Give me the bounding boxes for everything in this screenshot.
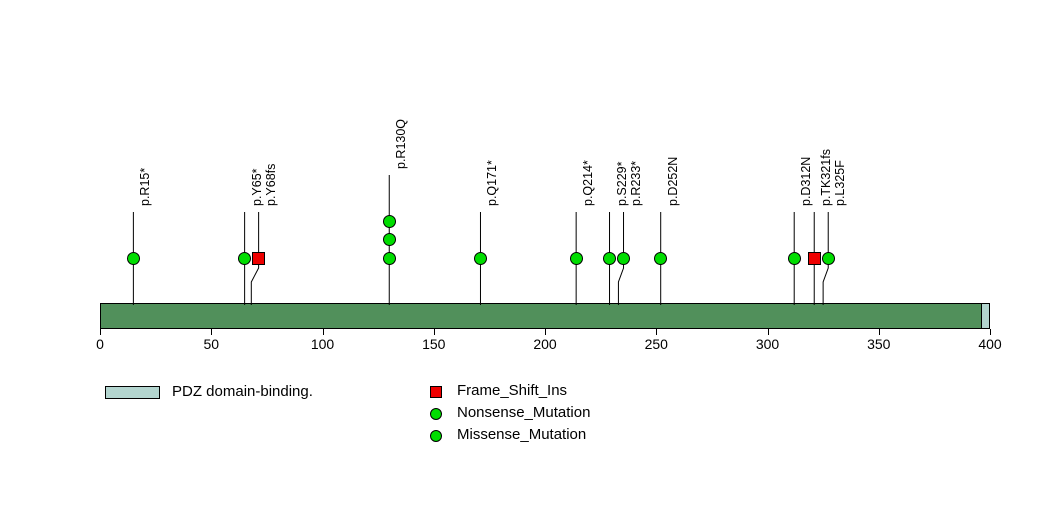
axis-tick bbox=[211, 329, 213, 335]
mutation-label: p.Y68fs bbox=[263, 163, 278, 206]
axis-tick-label: 400 bbox=[978, 336, 1002, 352]
legend-swatch-domain bbox=[105, 386, 160, 399]
axis-tick bbox=[545, 329, 546, 335]
axis-tick-label: 300 bbox=[755, 336, 780, 352]
mutation-marker-circle[interactable] bbox=[382, 233, 396, 246]
mutation-label: p.S229* bbox=[614, 161, 629, 206]
axis-tick bbox=[322, 329, 324, 335]
domain-region-pdz[interactable] bbox=[981, 303, 990, 329]
mutation-marker-circle[interactable] bbox=[382, 214, 396, 228]
axis-tick-label: 350 bbox=[867, 336, 891, 352]
legend-label-mutation-type: Missense_Mutation bbox=[457, 426, 587, 443]
legend-swatch-square bbox=[430, 386, 442, 398]
axis-tick bbox=[100, 329, 101, 335]
axis-tick bbox=[990, 329, 991, 335]
legend-label-domain: PDZ domain-binding. bbox=[172, 383, 313, 400]
mutation-label: p.L325F bbox=[833, 160, 848, 206]
axis-tick-label: 200 bbox=[533, 336, 557, 352]
axis-tick bbox=[433, 329, 435, 335]
mutation-label: p.R233* bbox=[628, 160, 643, 206]
protein-backbone bbox=[100, 303, 990, 329]
axis-tick-label: 150 bbox=[422, 336, 446, 352]
mutation-marker-circle[interactable] bbox=[617, 251, 631, 265]
axis-tick bbox=[878, 329, 880, 335]
mutation-marker-square[interactable] bbox=[252, 251, 266, 265]
legend-swatch-circle bbox=[430, 408, 442, 420]
mutation-label: p.Q214* bbox=[581, 160, 596, 206]
axis-tick-label: 100 bbox=[310, 336, 335, 352]
mutation-label: p.Y65* bbox=[249, 168, 264, 206]
mutation-label: p.D252N bbox=[665, 156, 680, 206]
mutation-marker-square[interactable] bbox=[807, 251, 821, 265]
mutation-marker-circle[interactable] bbox=[654, 251, 668, 265]
mutation-marker-circle[interactable] bbox=[238, 251, 252, 265]
mutation-label: p.TK321fs bbox=[819, 149, 834, 206]
legend-swatch-circle bbox=[430, 430, 442, 442]
mutation-marker-circle[interactable] bbox=[126, 251, 140, 265]
axis-tick bbox=[656, 329, 658, 335]
mutation-label: p.Q171* bbox=[485, 160, 500, 206]
mutation-label: p.R130Q bbox=[394, 118, 409, 169]
mutation-marker-circle[interactable] bbox=[603, 251, 617, 265]
axis-tick-label: 0 bbox=[96, 336, 104, 352]
axis-tick bbox=[767, 329, 769, 335]
axis-tick-label: 50 bbox=[203, 336, 220, 352]
mutation-marker-circle[interactable] bbox=[382, 251, 396, 265]
mutation-marker-circle[interactable] bbox=[821, 251, 835, 265]
axis-tick-label: 250 bbox=[644, 336, 668, 352]
mutation-marker-circle[interactable] bbox=[787, 251, 801, 265]
mutation-label: p.D312N bbox=[799, 156, 814, 206]
legend-label-mutation-type: Frame_Shift_Ins bbox=[457, 382, 568, 399]
legend-label-mutation-type: Nonsense_Mutation bbox=[457, 404, 591, 421]
mutation-marker-circle[interactable] bbox=[473, 251, 487, 265]
mutation-marker-circle[interactable] bbox=[569, 251, 583, 265]
mutation-label: p.R15* bbox=[138, 167, 153, 206]
